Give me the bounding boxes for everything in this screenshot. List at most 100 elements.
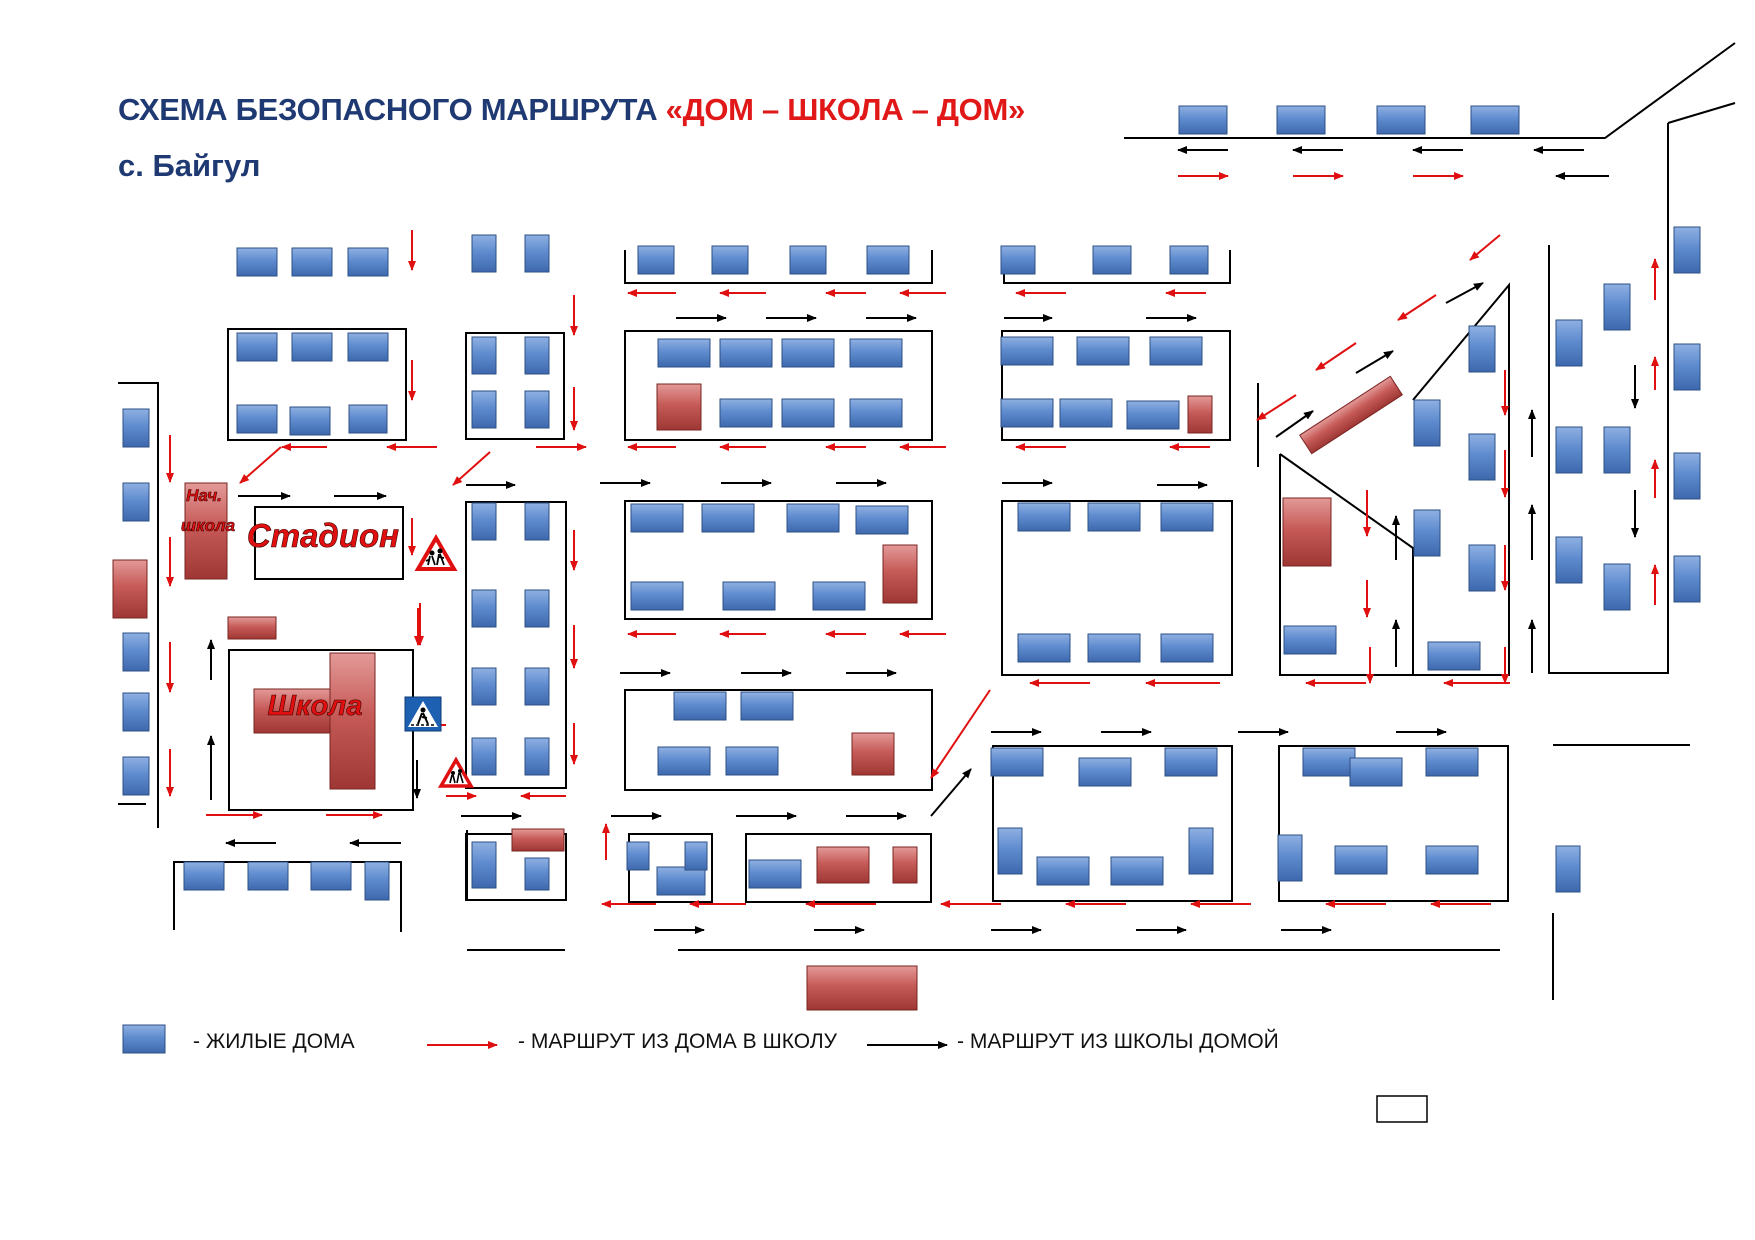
city-block [254,506,404,580]
house [183,861,225,891]
house [364,861,390,901]
house [524,336,550,375]
route-to-school-arrow [1397,294,1437,321]
route-from-school-arrow [1275,410,1314,438]
house [630,581,684,611]
city-block [465,501,567,789]
route-from-school-arrow [930,768,972,817]
legend-house-swatch [122,1024,166,1054]
house [849,398,903,428]
city-block [1001,330,1231,441]
house [711,245,749,275]
city-block [1001,500,1233,676]
house [347,247,389,277]
house [471,737,497,776]
house [1673,226,1701,274]
house [786,503,840,533]
road-line [1667,102,1736,124]
house [1413,509,1441,557]
house [657,746,711,776]
house [236,332,278,362]
house [122,482,150,522]
house [471,841,497,889]
public-building [816,846,870,884]
route-to-school-arrow [1469,234,1501,261]
house [1017,633,1071,663]
house [855,505,909,535]
road-line [1124,42,1736,139]
house [524,589,550,628]
house [471,234,497,273]
road-line [1412,282,1510,676]
house [866,245,910,275]
house [673,691,727,721]
house [781,338,835,368]
city-block [624,500,933,620]
public-building [806,965,918,1011]
house [626,841,650,871]
house [789,245,827,275]
house [849,338,903,368]
house [1078,757,1132,787]
house [1555,319,1583,367]
house [247,861,289,891]
house [1000,245,1036,275]
residential-houses [122,105,1701,901]
house [1603,283,1631,331]
public-building [112,559,148,619]
house [524,737,550,776]
house [1126,400,1180,430]
village-name: с. Байгул [118,148,261,183]
house [310,861,352,891]
house [1149,336,1203,366]
city-blocks [227,328,1509,903]
roads [118,42,1736,1000]
city-block [992,745,1233,902]
primary-school-label-line2: школа [181,516,235,535]
city-block [227,328,407,441]
house [701,503,755,533]
house [1425,845,1479,875]
house [1470,105,1520,135]
house [122,632,150,672]
house [524,502,550,541]
house [471,667,497,706]
house [1334,845,1388,875]
road-line [118,382,159,828]
public-building [227,616,277,640]
house [722,581,776,611]
public-building [1282,497,1332,567]
house [1468,325,1496,373]
route-to-school-arrow [1315,342,1357,371]
house [1017,502,1071,532]
house [122,408,150,448]
house [1160,633,1214,663]
house [347,332,389,362]
house [1603,563,1631,611]
legend-route-to-school-label: - МАРШРУТ ИЗ ДОМА В ШКОЛУ [518,1030,837,1053]
house [524,390,550,429]
public-building [511,828,565,852]
house [1413,399,1441,447]
house [1277,834,1303,882]
house [1468,433,1496,481]
house [1555,426,1583,474]
public-building [882,544,918,604]
house [1555,536,1583,584]
house [291,247,333,277]
house [657,338,711,368]
route-to-school-arrow [1256,394,1297,421]
house [1178,105,1228,135]
route-to-school-arrow [930,689,991,779]
title-accent: «ДОМ – ШКОЛА – ДОМ» [665,92,1026,127]
house [524,667,550,706]
house [1164,747,1218,777]
house [1673,343,1701,391]
house [471,390,497,429]
house [524,234,550,273]
house [1110,856,1164,886]
house [1673,555,1701,603]
children-crossing-warning-icon [437,756,475,788]
house [1000,398,1054,428]
house [781,398,835,428]
